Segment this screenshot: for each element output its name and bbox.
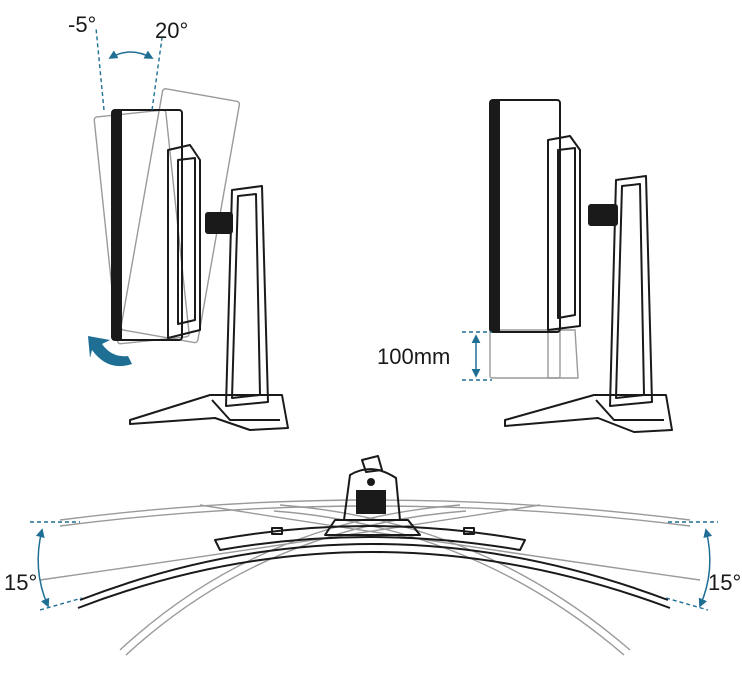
monitor-panel-side: [111, 109, 201, 341]
stand-top: [324, 455, 421, 536]
swivel-view: 15° 15°: [4, 455, 741, 656]
tilt-forward-label: 20°: [155, 18, 188, 43]
height-indicator: 100mm: [377, 331, 492, 381]
ghost-panel-lowered: [489, 329, 579, 379]
monitor-panel-raised: [489, 99, 581, 333]
tilt-rotation-arrow-icon: [88, 336, 132, 367]
tilt-view: -5° 20°: [68, 12, 289, 431]
swivel-left-label: 15°: [4, 570, 37, 595]
swivel-right-label: 15°: [708, 570, 741, 595]
tilt-angle-indicator: -5° 20°: [68, 12, 188, 111]
height-label: 100mm: [377, 344, 450, 369]
monitor-stand-right: [504, 175, 673, 433]
swivel-left-indicator: 15°: [4, 521, 83, 611]
monitor-panel-top: [77, 525, 671, 609]
swivel-right-indicator: 15°: [665, 521, 741, 611]
tilt-back-label: -5°: [68, 12, 96, 37]
height-view: 100mm: [377, 99, 673, 433]
monitor-stand: [129, 185, 289, 431]
ghost-panel-back: [93, 109, 190, 345]
